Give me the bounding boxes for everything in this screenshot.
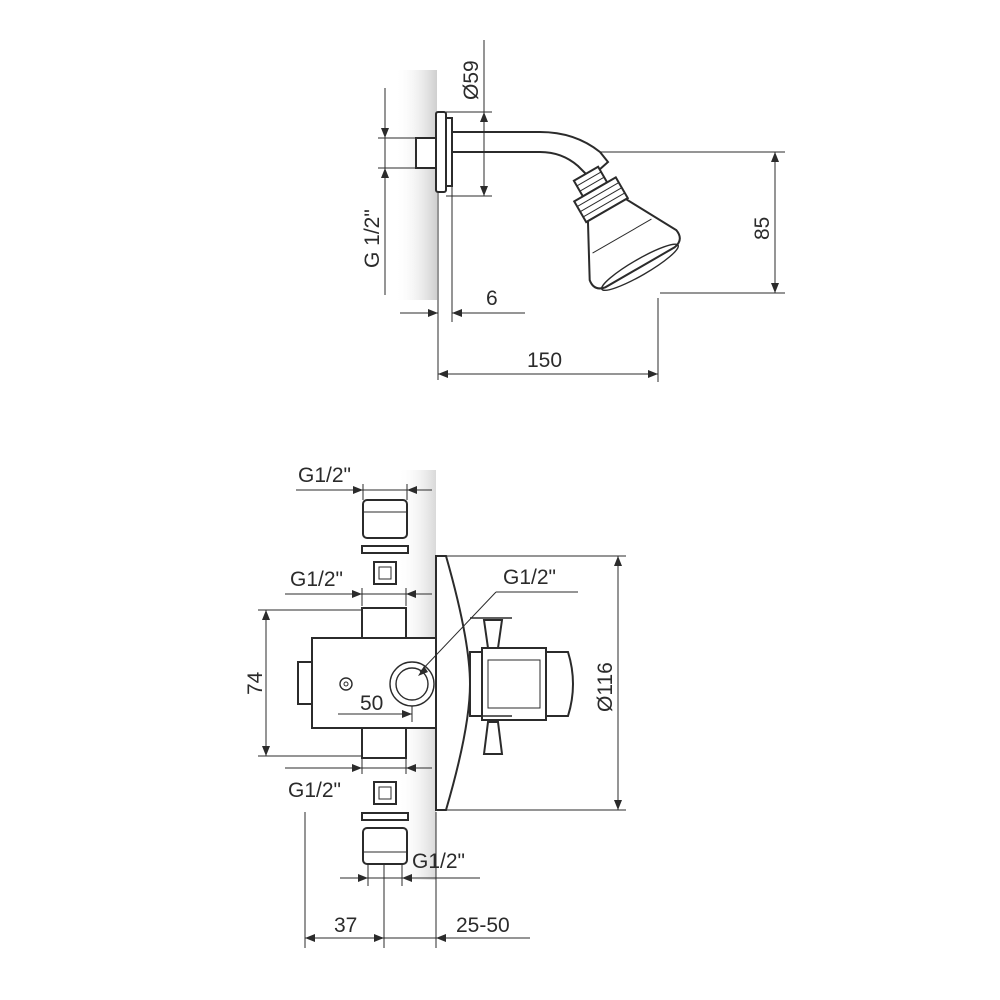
wall-range-label: 25-50	[456, 914, 510, 937]
bottom-insert	[373, 781, 397, 805]
flange-diameter-valve-label: Ø116	[594, 662, 617, 712]
upper-lever	[482, 619, 504, 649]
center-port-thread-label: G1/2"	[503, 566, 556, 589]
thread-label: G 1/2"	[361, 209, 384, 268]
connector-nipple	[415, 137, 437, 169]
handle-cap	[545, 651, 574, 717]
upper-port-thread-label: G1/2"	[290, 568, 343, 591]
lower-port	[361, 727, 407, 759]
handle-stem	[469, 651, 483, 717]
left-cap	[297, 661, 313, 705]
lower-port-thread-label: G1/2"	[288, 779, 341, 802]
projection-label: 150	[527, 349, 562, 372]
top-insert	[373, 561, 397, 585]
shower-arm	[451, 131, 610, 180]
handle-hub	[481, 647, 547, 721]
bottom-washer	[361, 812, 409, 821]
body-height-label: 74	[244, 671, 267, 695]
center-port-inner	[395, 667, 429, 701]
bottom-fitting	[362, 827, 408, 865]
flange-diameter-label: Ø59	[460, 60, 483, 100]
top-fitting	[362, 499, 408, 539]
valve-drawing: G1/2" G1/2" G1/2" 74 50 Ø116	[244, 464, 626, 948]
bottom-fitting-thread-label: G1/2"	[412, 850, 465, 873]
wall-shading	[395, 70, 437, 300]
body-screw	[339, 677, 353, 691]
spray-head	[586, 197, 681, 290]
port-diameter-label: 50	[360, 692, 383, 715]
spray-face	[600, 243, 680, 292]
height-label: 85	[751, 217, 774, 240]
valve-flange	[435, 555, 472, 811]
lower-lever	[482, 721, 504, 755]
axis-offset-label: 37	[334, 914, 357, 937]
top-washer	[361, 545, 409, 554]
shower-head-drawing: Ø59 G 1/2" 85 6 150	[361, 40, 785, 382]
flange-depth-label: 6	[486, 287, 498, 310]
upper-port	[361, 607, 407, 641]
wall-flange	[435, 111, 447, 193]
top-fitting-thread-label: G1/2"	[298, 464, 351, 487]
